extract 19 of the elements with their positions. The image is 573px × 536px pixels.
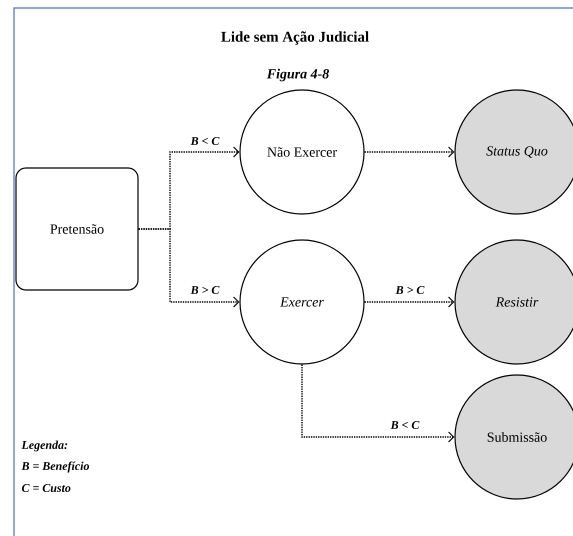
arrow [364,296,454,308]
legend-text: C = Custo [22,484,70,492]
legend-text: B = Benefício [21,462,90,472]
rounded-box: Pretensão [15,167,139,291]
circle-node: Exercer [239,239,365,365]
caption: Figura 4-8 [266,68,329,82]
edge-label: B < C [190,136,220,146]
title: Lide sem Ação Judicial [221,31,369,45]
edge-label: B < C [390,420,420,430]
edge-label: B > C [394,284,426,295]
arrow [364,146,454,158]
circle-node: Status Quo [454,89,573,215]
legend-text: Legenda: [21,440,68,452]
circle-node: Resistir [454,239,573,365]
circle-node: Submissão [454,374,573,500]
arrow [138,228,240,308]
circle-node: Não Exercer [239,89,365,215]
arrow [301,364,454,442]
edge-label: B > C [190,284,220,295]
